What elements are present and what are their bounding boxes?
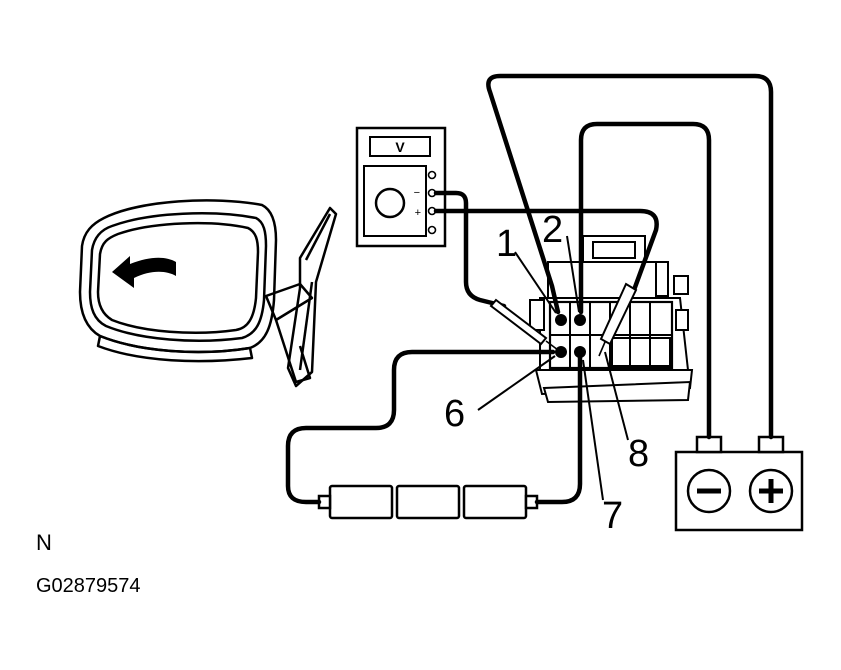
meter-probe-negative [489,298,559,351]
voltmeter-display [369,136,431,157]
pin-label-7: 7 [602,495,623,537]
voltmeter: V − + [355,126,447,248]
voltmeter-plus-sign: + [415,207,421,219]
meter-probe-positive [598,282,638,357]
wires [285,73,774,505]
connector-pin-7 [574,346,586,358]
load-block-1 [328,484,394,520]
connector-pin-6 [555,346,567,358]
figure-code: G02879574 [36,575,141,597]
series-load-blocks [317,484,539,520]
wire-battery-negative [578,121,712,440]
wire-meter-positive [433,208,659,293]
connector-pin-1 [555,314,567,326]
wire-pin6-to-load [285,349,556,505]
voltmeter-dial [374,187,406,219]
voltmeter-minus-sign: − [414,187,420,199]
mirror-direction-arrow [112,256,176,288]
connector-pin-2 [574,314,586,326]
voltmeter-jack-4 [427,225,437,235]
battery-signs [697,479,783,503]
view-label: N [36,530,52,555]
pin-label-8: 8 [628,433,649,475]
wire-pin7-to-load [534,355,583,505]
outside-mirror [78,199,338,388]
battery [674,435,804,532]
pin-label-1: 1 [496,223,517,265]
pin-label-2: 2 [542,209,563,251]
voltmeter-display-label: V [395,139,405,155]
load-block-3 [462,484,528,520]
pin-label-6: 6 [444,393,465,435]
wire-meter-negative [433,190,507,309]
callout-leaders [477,235,629,501]
load-block-2 [395,484,461,520]
voltmeter-jack-1 [427,170,437,180]
wire-battery-positive [486,73,774,440]
